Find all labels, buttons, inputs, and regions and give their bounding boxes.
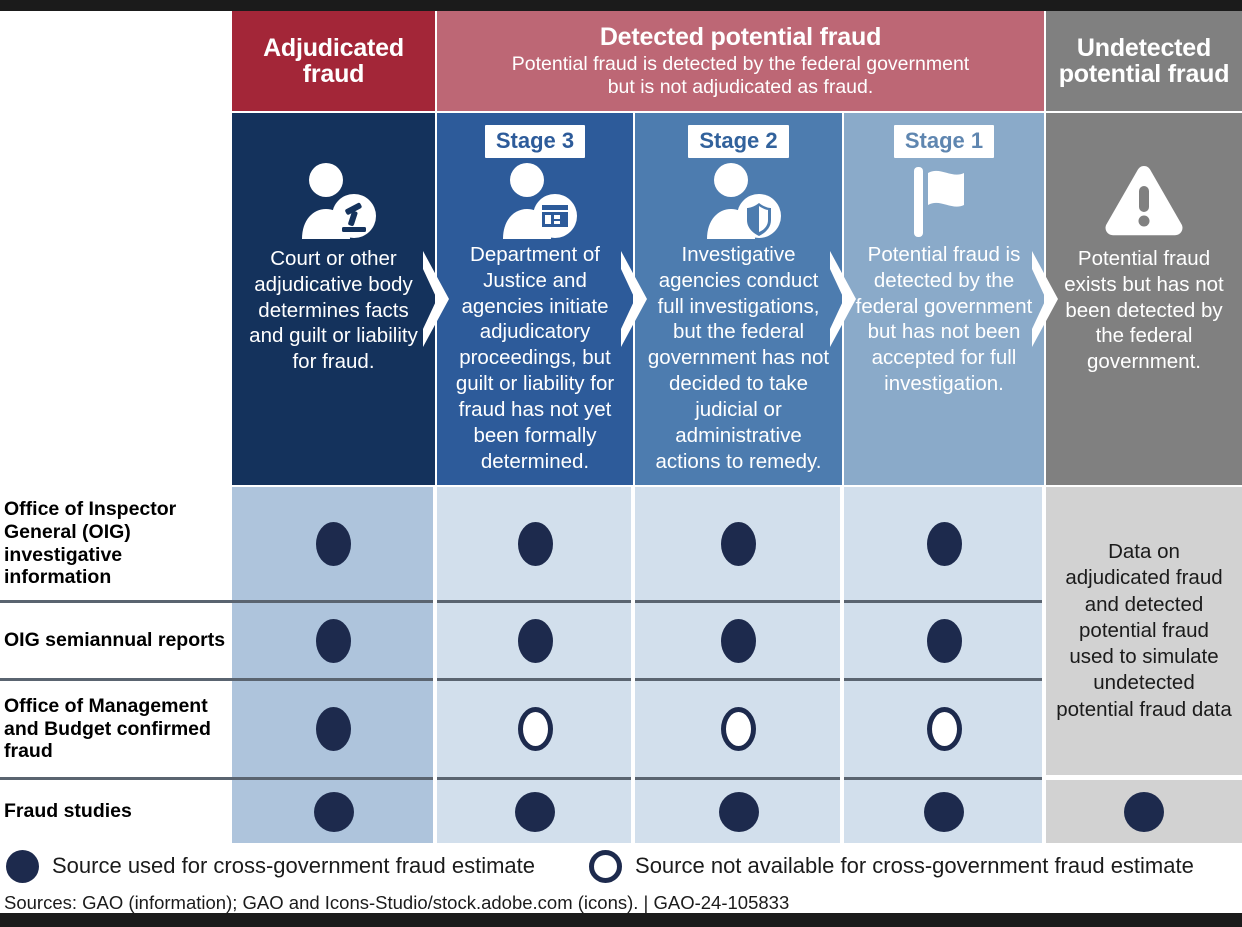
marker-filled xyxy=(926,521,962,566)
stage-chip-1: Stage 1 xyxy=(893,125,995,158)
undetected-note-text: Data on adjudicated fraud and detected p… xyxy=(1056,540,1232,721)
person-shield-icon xyxy=(635,158,842,242)
matrix-cell xyxy=(635,603,842,678)
marker-filled xyxy=(1124,791,1164,832)
source-note: Sources: GAO (information); GAO and Icon… xyxy=(4,892,790,913)
flag-icon xyxy=(844,158,1044,242)
stage-chip-2: Stage 2 xyxy=(688,125,789,158)
matrix-cell xyxy=(635,780,842,843)
warning-triangle-icon xyxy=(1046,158,1242,242)
stage-column-stage1: Stage 1 Potential fraud is detected by t… xyxy=(844,113,1044,485)
table-row: Fraud studies xyxy=(0,780,1242,843)
stage-column-stage3: Stage 3 Department of Justice and agenci… xyxy=(437,113,633,485)
marker-filled xyxy=(718,791,759,832)
matrix-cell xyxy=(232,780,435,843)
matrix-cell xyxy=(437,780,633,843)
category-header-undetected: Undetected potential fraud xyxy=(1046,11,1242,111)
marker-filled xyxy=(313,791,354,832)
matrix-cell xyxy=(844,603,1044,678)
legend-item-filled: Source used for cross-government fraud e… xyxy=(6,849,536,883)
marker-filled xyxy=(515,791,555,832)
marker-filled xyxy=(316,618,351,663)
person-courthouse-icon xyxy=(437,158,633,242)
marker-filled xyxy=(721,521,756,566)
stage-column-stage2: Stage 2 Investigative agencies conduct f… xyxy=(635,113,842,485)
marker-filled xyxy=(316,707,351,751)
marker-filled xyxy=(926,618,962,663)
stage-description-undetected: Potential fraud exists but has not been … xyxy=(1064,247,1224,374)
stage-description-adjudicated: Court or other adjudicative body determi… xyxy=(249,247,418,374)
stage-description-stage1: Potential fraud is detected by the feder… xyxy=(855,243,1033,396)
person-gavel-icon xyxy=(232,158,435,242)
matrix-cell xyxy=(232,603,435,678)
row-label-omb-confirmed: Office of Management and Budget confirme… xyxy=(4,694,211,763)
marker-filled xyxy=(721,618,756,663)
table-row: Office of Management and Budget confirme… xyxy=(0,681,1242,777)
matrix-cell xyxy=(437,487,633,600)
row-divider xyxy=(0,678,1044,681)
category-header-detected: Detected potential fraud Potential fraud… xyxy=(437,11,1044,111)
matrix-cell xyxy=(844,487,1044,600)
matrix-cell xyxy=(635,681,842,777)
marker-open xyxy=(926,707,962,751)
row-label-fraud-studies: Fraud studies xyxy=(4,800,132,823)
table-row: OIG semiannual reports xyxy=(0,603,1242,678)
legend-item-open: Source not available for cross-governmen… xyxy=(589,849,1194,883)
marker-filled xyxy=(924,791,964,832)
legend-label-filled: Source used for cross-government fraud e… xyxy=(52,853,536,878)
stage-column-undetected: Potential fraud exists but has not been … xyxy=(1046,113,1242,485)
matrix-cell xyxy=(437,681,633,777)
marker-filled-icon xyxy=(6,849,39,883)
undetected-note-cell: Data on adjudicated fraud and detected p… xyxy=(1046,487,1242,775)
matrix-cell xyxy=(844,780,1044,843)
legend: Source used for cross-government fraud e… xyxy=(0,843,1242,889)
row-divider xyxy=(0,600,1044,603)
stage-description-stage2: Investigative agencies conduct full inve… xyxy=(647,243,830,473)
legend-label-open: Source not available for cross-governmen… xyxy=(635,853,1194,878)
stage-description-stage3: Department of Justice and agencies initi… xyxy=(455,243,615,473)
category-title-undetected-line1: Undetected xyxy=(1076,33,1212,62)
stage-column-adjudicated: Court or other adjudicative body determi… xyxy=(232,113,435,485)
matrix-cell xyxy=(844,681,1044,777)
top-black-bar xyxy=(0,0,1242,11)
marker-filled xyxy=(517,618,553,663)
marker-open-icon xyxy=(589,849,623,883)
category-title-line2: fraud xyxy=(302,60,365,88)
marker-open xyxy=(721,707,756,751)
category-title-line1: Adjudicated xyxy=(263,33,404,62)
marker-filled xyxy=(316,521,351,566)
row-label-oig-investigative: Office of Inspector General (OIG) invest… xyxy=(4,497,177,589)
marker-open xyxy=(517,707,553,751)
matrix-cell xyxy=(232,681,435,777)
category-subtitle-line2: but is not adjudicated as fraud. xyxy=(607,75,874,98)
marker-filled xyxy=(517,521,553,566)
row-divider xyxy=(0,777,1044,780)
category-title-undetected-line2: potential fraud xyxy=(1058,60,1230,88)
category-title-detected: Detected potential fraud xyxy=(599,23,882,52)
bottom-black-bar xyxy=(0,913,1242,927)
matrix-cell xyxy=(1046,780,1242,843)
row-label-oig-semiannual: OIG semiannual reports xyxy=(4,629,226,652)
category-header-adjudicated: Adjudicated fraud xyxy=(232,11,435,111)
table-row: Office of Inspector General (OIG) invest… xyxy=(0,487,1242,600)
category-subtitle-line1: Potential fraud is detected by the feder… xyxy=(511,53,970,76)
matrix-cell xyxy=(635,487,842,600)
stage-chip-3: Stage 3 xyxy=(484,125,586,158)
matrix-cell xyxy=(232,487,435,600)
matrix-cell xyxy=(437,603,633,678)
